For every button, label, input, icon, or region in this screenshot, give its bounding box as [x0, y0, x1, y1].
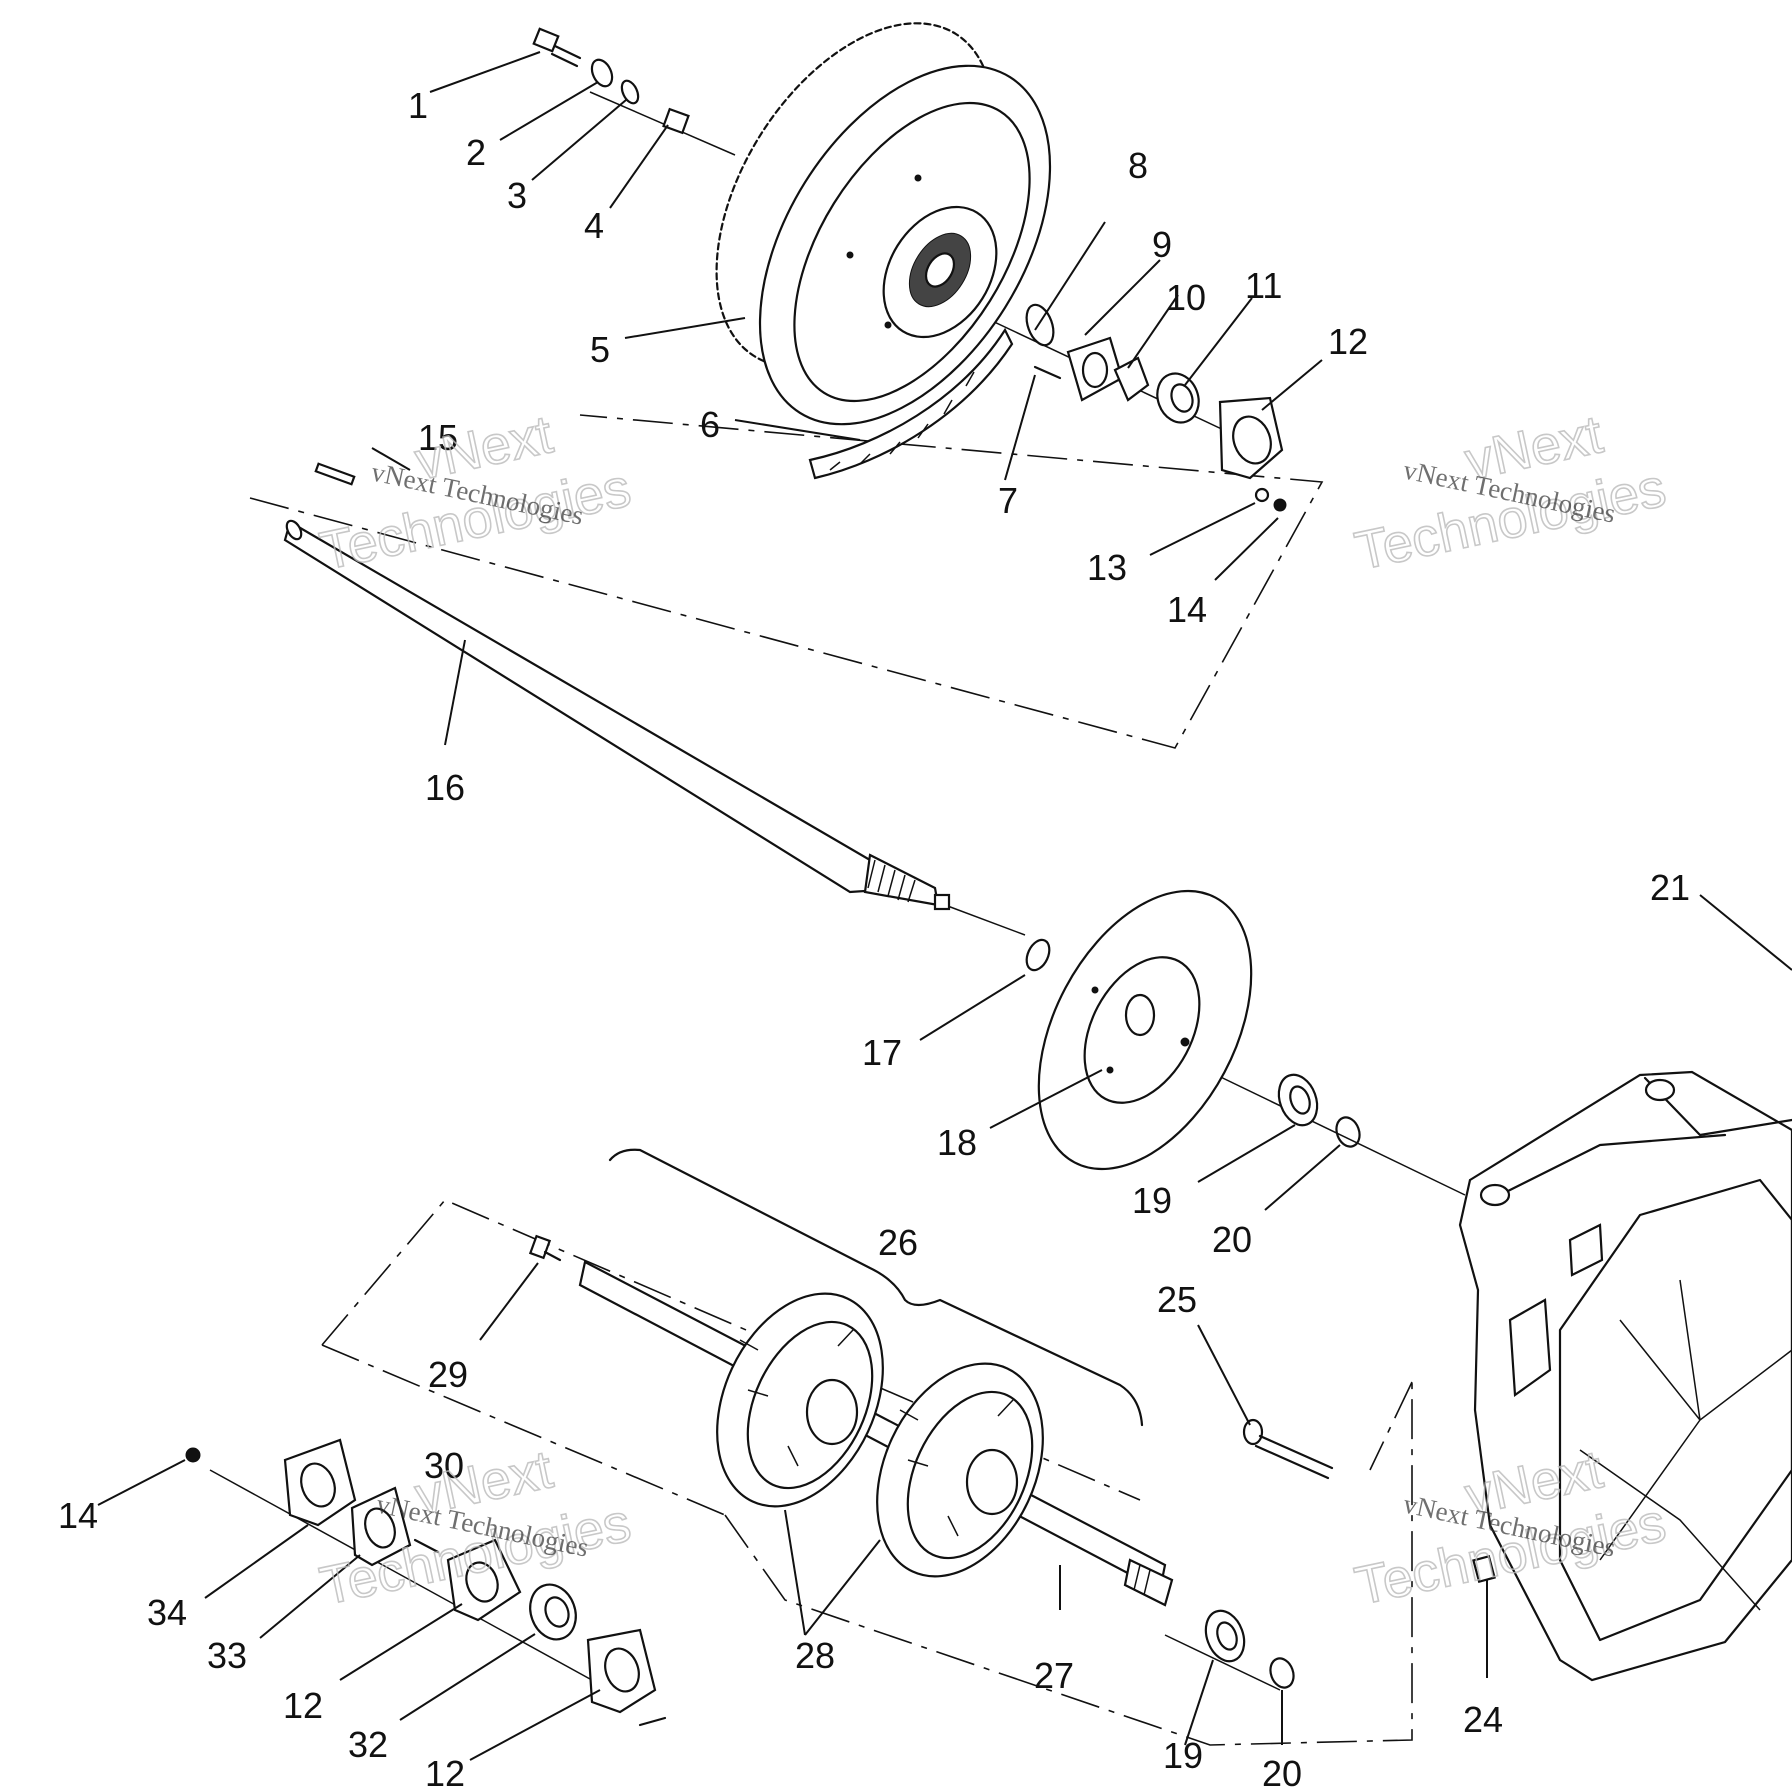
- part-6-drive-belt: [808, 327, 1014, 480]
- callout-9: 9: [1152, 224, 1172, 265]
- callout-32: 32: [348, 1724, 388, 1765]
- part-10-flangette: [1113, 356, 1150, 402]
- callout-14-top: 14: [1167, 589, 1207, 630]
- part-15-key: [314, 462, 356, 486]
- part-28-drive-sprocket-left: [716, 1292, 884, 1508]
- callout-11: 11: [1245, 265, 1282, 306]
- callout-17: 17: [862, 1032, 902, 1073]
- part-4-spacer: [662, 107, 690, 135]
- part-1-bolt: [532, 27, 582, 68]
- callout-7: 7: [998, 480, 1018, 521]
- callout-10: 10: [1166, 277, 1206, 318]
- part-7-bolt: [1033, 365, 1062, 380]
- part-20-o-ring-top: [1335, 1116, 1361, 1148]
- part-9-flangette: [1066, 336, 1124, 402]
- callout-20-bottom: 20: [1262, 1753, 1302, 1792]
- part-32-bearing: [529, 1583, 577, 1641]
- callout-14-bottom: 14: [58, 1495, 98, 1536]
- callout-28: 28: [795, 1635, 835, 1676]
- callout-29: 29: [428, 1354, 468, 1395]
- callout-27: 27: [1034, 1655, 1074, 1696]
- assembly-boundary-lines: [249, 414, 1413, 1746]
- part-33-flangette: [350, 1486, 412, 1567]
- callout-6: 6: [700, 404, 720, 445]
- part-19-bearing-top: [1277, 1073, 1319, 1127]
- callout-12-lower-a: 12: [283, 1685, 323, 1726]
- part-29-plug: [528, 1234, 562, 1262]
- part-3-lock-washer: [620, 79, 640, 105]
- part-28-drive-sprocket-right: [876, 1362, 1044, 1578]
- part-17-o-ring: [1025, 938, 1051, 972]
- callout-33: 33: [207, 1635, 247, 1676]
- part-26-bracket: [608, 1148, 1144, 1427]
- part-34-flange: [283, 1438, 357, 1527]
- part-20-o-ring-bottom: [1269, 1657, 1295, 1689]
- part-19-bearing-bottom: [1204, 1609, 1246, 1663]
- callout-2: 2: [466, 132, 486, 173]
- part-25-bolt: [1242, 1418, 1334, 1480]
- part-12-flangette-lower-a: [446, 1538, 522, 1622]
- callout-26: 26: [878, 1222, 918, 1263]
- callout-18: 18: [937, 1122, 977, 1163]
- callout-13: 13: [1087, 547, 1127, 588]
- watermark-top-right: vNext Technologies vNext Technologies: [1349, 404, 1671, 583]
- callout-1: 1: [408, 85, 428, 126]
- part-5-driven-pulley: [715, 22, 1052, 426]
- callout-21: 21: [1650, 867, 1690, 908]
- part-13-washer: [1254, 487, 1270, 503]
- part-12-flange-lower-b: [586, 1628, 657, 1714]
- part-31-bolt: [638, 1716, 667, 1727]
- part-14-nut: [1273, 498, 1287, 512]
- callout-8: 8: [1128, 145, 1148, 186]
- callout-20-mid: 20: [1212, 1219, 1252, 1260]
- callout-19-bottom: 19: [1163, 1735, 1203, 1776]
- callout-labels: 1 2 3 4 5 6 7 8 9 10 11 12 13 14 15 16 1…: [58, 85, 1690, 1792]
- part-27-driveshaft: [578, 1260, 1174, 1607]
- callout-3: 3: [507, 175, 527, 216]
- part-18-brake-disc: [1037, 889, 1253, 1171]
- callout-12-top: 12: [1328, 321, 1368, 362]
- part-21-chaincase: [1458, 1070, 1792, 1682]
- part-12-flange-top: [1218, 396, 1284, 480]
- callout-34: 34: [147, 1592, 187, 1633]
- part-30-bolt: [413, 1538, 440, 1554]
- callout-19-mid: 19: [1132, 1180, 1172, 1221]
- leader-lines: [97, 51, 1792, 1761]
- part-16-shaft: [283, 519, 951, 911]
- callout-30: 30: [424, 1445, 464, 1486]
- part-24-plug: [1472, 1554, 1496, 1584]
- part-14-nut-bottom: [185, 1447, 201, 1463]
- callout-16: 16: [425, 767, 465, 808]
- callout-24: 24: [1463, 1699, 1503, 1740]
- callout-4: 4: [584, 205, 604, 246]
- callout-5: 5: [590, 329, 610, 370]
- part-2-washer: [590, 58, 614, 88]
- part-11-bearing: [1156, 372, 1200, 424]
- watermark-top-left: vNext Technologies vNext Technologies: [314, 404, 636, 583]
- callout-15: 15: [418, 417, 458, 458]
- callout-12-lower-b: 12: [425, 1753, 465, 1792]
- callout-25: 25: [1157, 1279, 1197, 1320]
- part-8-washer: [1025, 303, 1055, 347]
